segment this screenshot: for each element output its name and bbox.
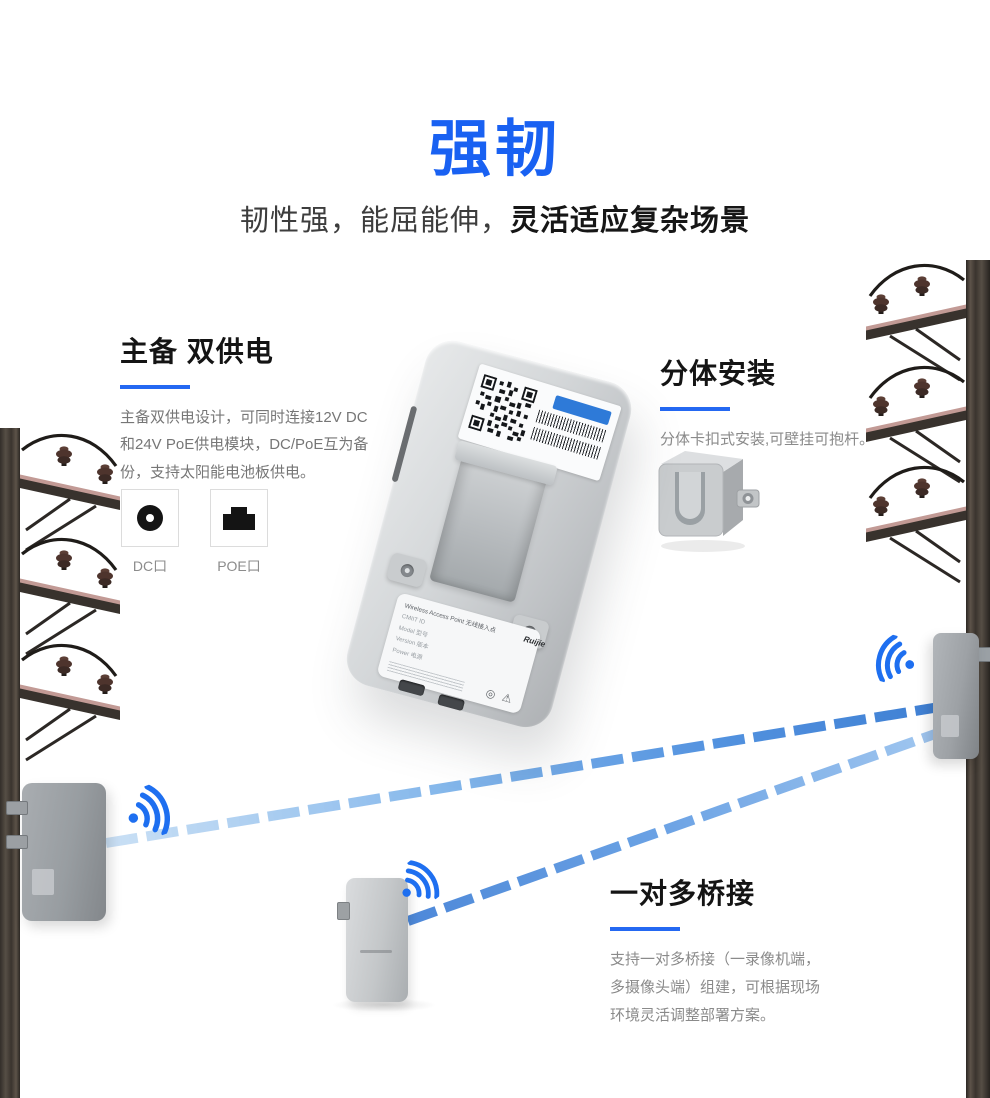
feature-dual-power-body: 主备双供电设计，可同时连接12V DC和24V PoE供电模块，DC/PoE互为… bbox=[120, 409, 369, 481]
wifi-signal-icon bbox=[128, 783, 170, 837]
page-title: 强韧 bbox=[428, 115, 561, 184]
wifi-signal-icon bbox=[402, 860, 440, 900]
page-subtitle: 韧性强，能屈能伸，灵活适应复杂场景 bbox=[0, 197, 990, 239]
mount-bracket-image bbox=[658, 451, 760, 552]
feature-dual-power: 主备 双供电 主备双供电设计，可同时连接12V DC和24V PoE供电模块，D… bbox=[120, 330, 370, 486]
dc-port: DC口 bbox=[121, 489, 179, 576]
subtitle-regular: 韧性强，能屈能伸， bbox=[239, 205, 510, 237]
heading-underline bbox=[610, 927, 680, 931]
feature-bridge-heading: 一对多桥接 bbox=[610, 878, 756, 909]
pole-clamp bbox=[6, 801, 28, 815]
feature-dual-power-heading: 主备 双供电 bbox=[120, 336, 274, 367]
main-product-image: Wireless Access Point 无线接入点 Ruijie CMIIT… bbox=[340, 334, 638, 734]
bridge-device-left bbox=[6, 783, 106, 921]
certification-icons: ◎ ⚠ bbox=[484, 687, 516, 707]
pole-clamp bbox=[6, 835, 28, 849]
feature-split-mount-heading: 分体安装 bbox=[660, 358, 777, 389]
wifi-signal-icon bbox=[876, 633, 915, 684]
device-label-patch bbox=[941, 715, 959, 737]
poe-port-box bbox=[210, 489, 268, 547]
device-label-patch bbox=[32, 869, 54, 895]
side-clip bbox=[337, 902, 350, 920]
dc-port-box bbox=[121, 489, 179, 547]
poe-port-label: POE口 bbox=[217, 558, 261, 574]
rj45-port-icon bbox=[223, 507, 255, 530]
feature-split-mount-body: 分体卡扣式安装,可壁挂可抱杆。 bbox=[660, 431, 875, 448]
label-codes bbox=[530, 391, 613, 460]
bridge-device-right bbox=[933, 633, 979, 759]
device-top-label bbox=[457, 363, 622, 482]
screw-hole-icon bbox=[398, 562, 415, 578]
qr-code bbox=[467, 374, 538, 442]
subtitle-bold: 灵活适应复杂场景 bbox=[510, 205, 751, 237]
power-port-icons: DC口 POE口 bbox=[121, 489, 268, 576]
feature-bridge-body: 支持一对多桥接（一录像机端，多摄像头端）组建，可根据现场环境灵活调整部署方案。 bbox=[610, 951, 821, 1025]
feature-split-mount: 分体安装 分体卡扣式安装,可壁挂可抱杆。 bbox=[660, 352, 900, 453]
power-pole-left bbox=[0, 428, 126, 1098]
heading-underline bbox=[120, 385, 190, 389]
heading-underline bbox=[660, 407, 730, 411]
bridge-device-center bbox=[337, 878, 408, 1002]
feature-bridge: 一对多桥接 支持一对多桥接（一录像机端，多摄像头端）组建，可根据现场环境灵活调整… bbox=[610, 872, 822, 1031]
dc-port-label: DC口 bbox=[132, 558, 168, 574]
poe-port: POE口 bbox=[210, 489, 268, 576]
dc-jack-icon bbox=[137, 505, 163, 531]
brand-mark bbox=[360, 950, 392, 953]
